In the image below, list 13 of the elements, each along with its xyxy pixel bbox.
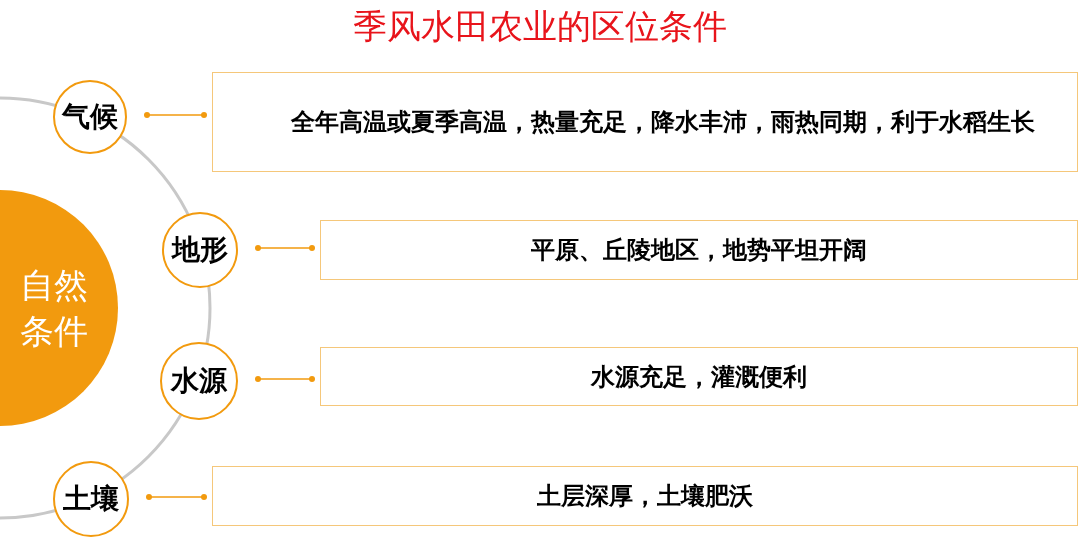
connector — [144, 112, 207, 118]
connector — [255, 245, 315, 251]
category-circle: 气候 — [53, 80, 127, 154]
text-box: 平原、丘陵地区，地势平坦开阔 — [320, 220, 1078, 280]
category-circle: 土壤 — [53, 461, 129, 537]
text-box: 土层深厚，土壤肥沃 — [212, 466, 1078, 526]
connector — [255, 376, 315, 382]
category-circle: 地形 — [162, 212, 238, 288]
category-circle: 水源 — [160, 342, 238, 420]
text-box: 全年高温或夏季高温，热量充足，降水丰沛，雨热同期，利于水稻生长 — [212, 72, 1078, 172]
title: 季风水田农业的区位条件 — [352, 5, 728, 48]
text-box: 水源充足，灌溉便利 — [320, 347, 1078, 406]
connector — [146, 494, 207, 500]
